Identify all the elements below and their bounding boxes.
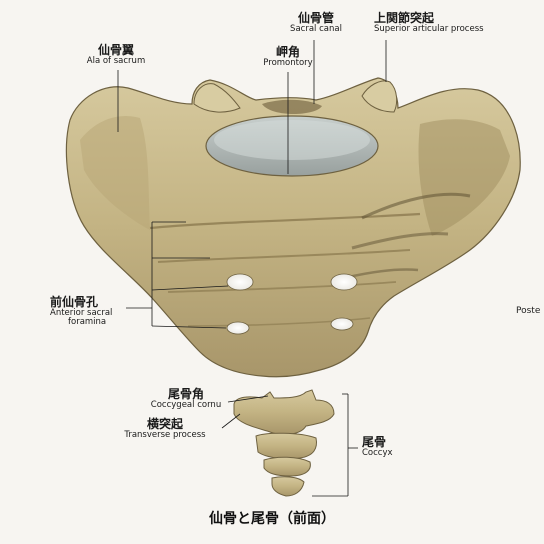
label-superior-articular-process-jp: 上関節突起 <box>374 11 435 25</box>
label-sacral-canal-jp: 仙骨管 <box>297 11 334 25</box>
leader-lines <box>117 40 387 497</box>
transverse-ridge-2 <box>157 249 411 263</box>
label-transverse-process-jp: 横突起 <box>146 417 183 431</box>
label-coccygeal-cornu-jp: 尾骨角 <box>167 387 204 401</box>
label-ala-of-sacrum-en: Ala of sacrum <box>86 55 146 66</box>
transverse-ridge-3 <box>167 281 397 293</box>
label-promontory-en: Promontory <box>263 57 313 68</box>
label-transverse-process-en: Transverse process <box>124 429 206 440</box>
label-ala-of-sacrum-jp: 仙骨翼 <box>97 43 134 57</box>
edge-cut-text: Poste <box>516 306 541 316</box>
label-anterior-sacral-foramina-jp: 前仙骨孔 <box>50 295 99 309</box>
label-sacral-canal: 仙骨管 Sacral canal <box>276 12 356 34</box>
label-superior-articular-process: 上関節突起 Superior articular process <box>374 12 514 34</box>
transverse-ridge-1 <box>149 212 421 230</box>
figure-caption: 仙骨と尾骨（前面） <box>209 511 335 527</box>
label-superior-articular-process-en: Superior articular process <box>374 23 484 34</box>
label-promontory-jp: 岬角 <box>275 45 300 59</box>
foramen-left-1 <box>226 273 254 291</box>
label-promontory: 岬角 Promontory <box>238 46 338 68</box>
label-coccygeal-cornu: 尾骨角 Coccygeal cornu <box>138 388 234 410</box>
foramen-right-1 <box>330 273 358 291</box>
label-ala-of-sacrum: 仙骨翼 Ala of sacrum <box>66 44 166 66</box>
ala-shading-right <box>418 119 510 236</box>
label-sacral-canal-en: Sacral canal <box>290 23 342 34</box>
label-coccyx-jp: 尾骨 <box>362 435 387 449</box>
sacrum-shape <box>65 77 521 378</box>
label-coccyx: 尾骨 Coccyx <box>362 436 422 458</box>
ala-shading-left <box>80 116 150 230</box>
coccyx-shape <box>233 389 335 497</box>
right-articular-process <box>361 80 398 113</box>
label-coccyx-en: Coccyx <box>362 447 393 458</box>
left-articular-process <box>193 83 241 113</box>
label-anterior-sacral-foramina-en2: foramina <box>68 316 107 327</box>
label-coccygeal-cornu-en: Coccygeal cornu <box>150 399 222 410</box>
sacral-canal-opening <box>262 99 322 114</box>
foramen-left-2 <box>226 321 250 335</box>
label-anterior-sacral-foramina-en1: Anterior sacral <box>50 307 113 318</box>
foramen-right-2 <box>330 317 354 331</box>
label-transverse-process: 横突起 Transverse process <box>104 418 226 440</box>
label-anterior-sacral-foramina: 前仙骨孔 Anterior sacral foramina <box>50 296 140 326</box>
